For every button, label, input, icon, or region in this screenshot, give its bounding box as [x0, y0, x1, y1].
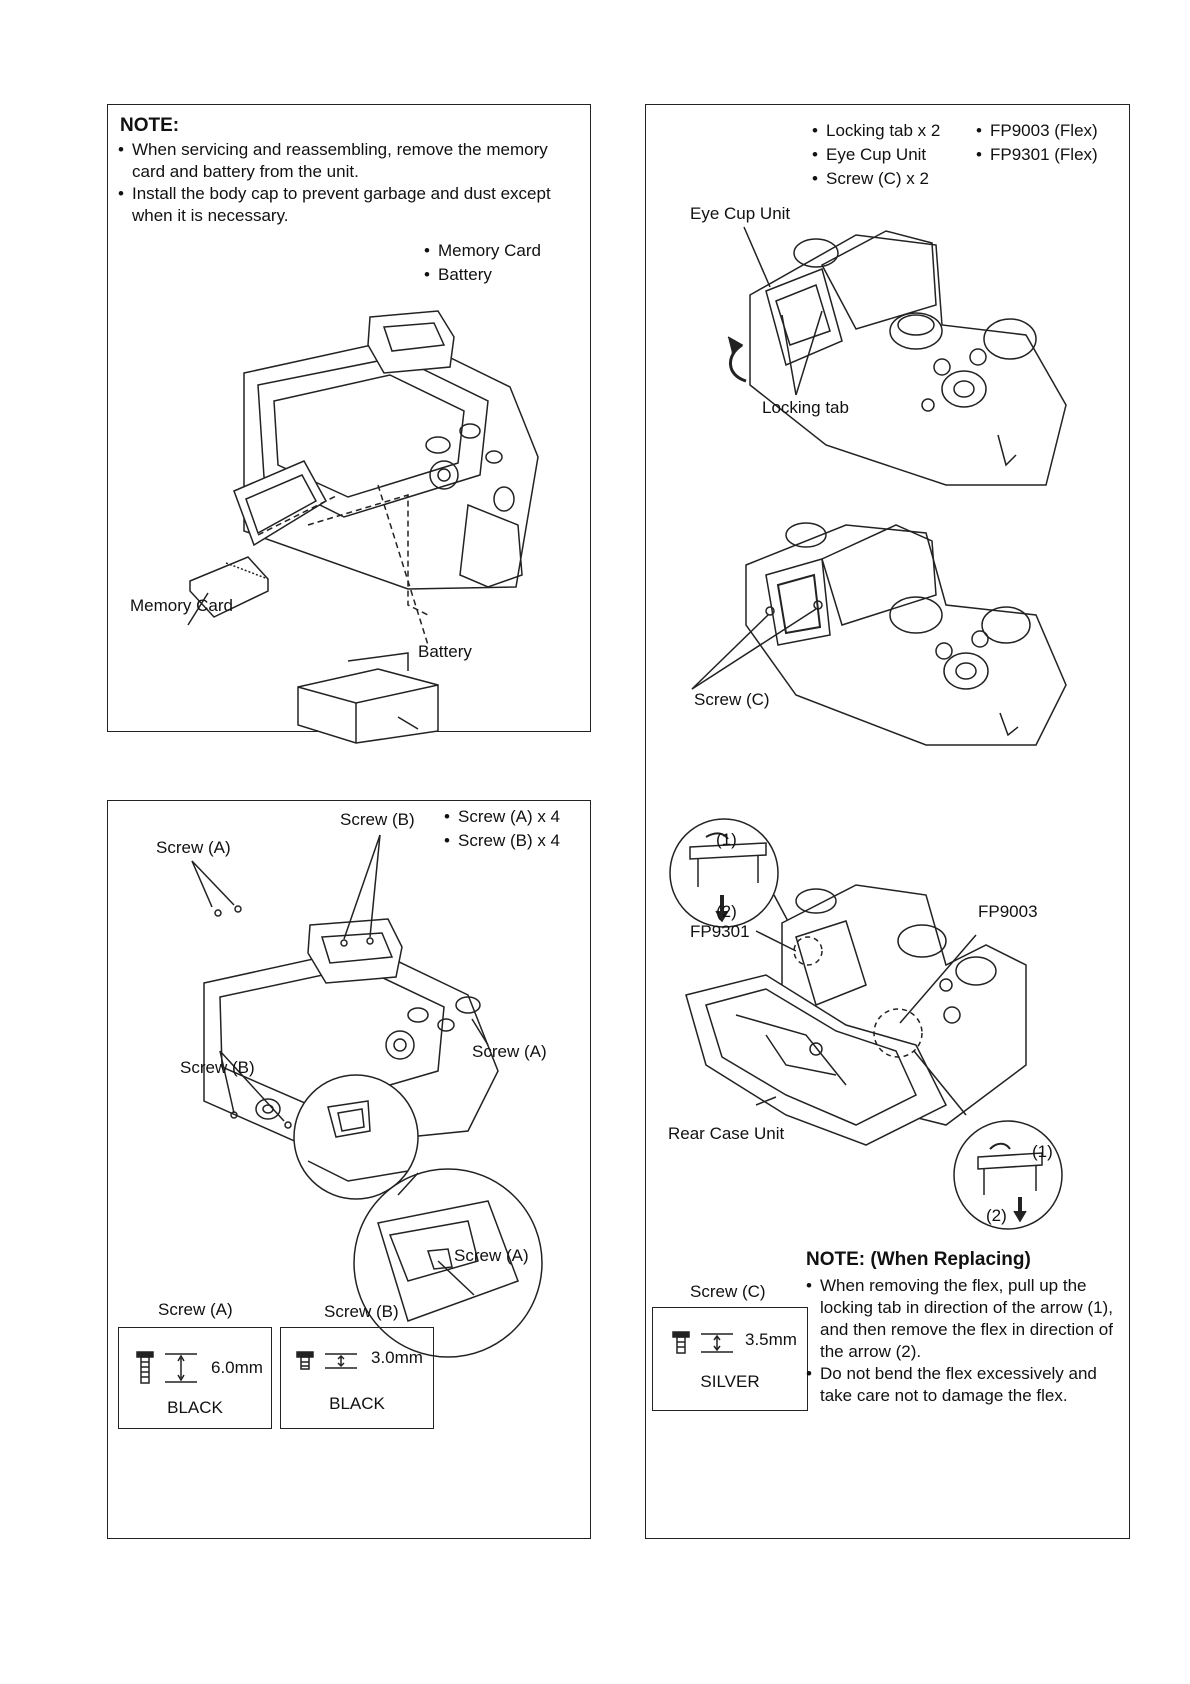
label-locking-tab: Locking tab: [762, 398, 849, 417]
parts-list-col2: FP9003 (Flex) FP9301 (Flex): [976, 119, 1098, 167]
label-rear-case-unit: Rear Case Unit: [668, 1124, 785, 1143]
parts-item: Locking tab x 2: [812, 119, 940, 143]
screw-c-color: SILVER: [700, 1372, 760, 1391]
note-list: When servicing and reassembling, remove …: [118, 139, 578, 227]
label-eye-cup-unit: Eye Cup Unit: [690, 204, 791, 223]
screw-a-spec: 6.0mm BLACK: [118, 1327, 272, 1429]
label-step2-bottom: (2): [986, 1206, 1007, 1225]
screw-c-length: 3.5mm: [745, 1330, 797, 1349]
parts-item: FP9301 (Flex): [976, 143, 1098, 167]
parts-item: Screw (B) x 4: [444, 829, 560, 853]
parts-item: Screw (C) x 2: [812, 167, 940, 191]
label-screw-a-right: Screw (A): [472, 1042, 547, 1061]
parts-item: Battery: [424, 263, 541, 287]
screw-b-spec: 3.0mm BLACK: [280, 1327, 434, 1429]
label-step1-top: (1): [716, 830, 737, 849]
camera-screws-illustration: [191, 834, 543, 1358]
replace-note-item: When removing the flex, pull up the lock…: [806, 1275, 1116, 1363]
panel-remove-eyecup-rear-case: Locking tab x 2 Eye Cup Unit Screw (C) x…: [645, 104, 1130, 1539]
panel-remove-card-battery: NOTE: When servicing and reassembling, r…: [107, 104, 591, 744]
label-step1-bottom: (1): [1032, 1142, 1053, 1161]
label-battery: Battery: [418, 642, 472, 661]
screw-a-length: 6.0mm: [211, 1358, 263, 1377]
screw-a-name: Screw (A): [158, 1300, 233, 1319]
label-screw-a-left: Screw (A): [156, 838, 231, 857]
label-fp9301: FP9301: [690, 922, 750, 941]
camera-battery-illustration: [187, 310, 539, 744]
parts-item: FP9003 (Flex): [976, 119, 1098, 143]
panel-remove-screws: Screw (A) x 4 Screw (B) x 4: [107, 800, 591, 1539]
screw-a-color: BLACK: [167, 1398, 223, 1417]
replace-note-list: When removing the flex, pull up the lock…: [806, 1275, 1116, 1407]
label-step2-top: (2): [716, 902, 737, 921]
screw-icon: [672, 1331, 733, 1354]
parts-list-col1: Locking tab x 2 Eye Cup Unit Screw (C) x…: [812, 119, 940, 191]
parts-item: Eye Cup Unit: [812, 143, 940, 167]
parts-list: Screw (A) x 4 Screw (B) x 4: [444, 805, 560, 853]
note-item: Install the body cap to prevent garbage …: [118, 183, 578, 227]
screw-icon: [136, 1351, 197, 1384]
label-memory-card: Memory Card: [130, 596, 233, 615]
eyecup-rear-case-illustration: [669, 226, 1067, 1230]
screw-b-length: 3.0mm: [371, 1348, 423, 1367]
label-screw-b-top: Screw (B): [340, 810, 415, 829]
label-screw-a-detail: Screw (A): [454, 1246, 529, 1265]
label-fp9003: FP9003: [978, 902, 1038, 921]
screw-b-name: Screw (B): [324, 1302, 399, 1321]
label-screw-b-left: Screw (B): [180, 1058, 255, 1077]
screw-icon: [296, 1351, 357, 1370]
note-item: When servicing and reassembling, remove …: [118, 139, 578, 183]
screw-c-spec: 3.5mm SILVER: [652, 1307, 808, 1411]
label-screw-c: Screw (C): [694, 690, 770, 709]
note-title: NOTE:: [120, 115, 180, 136]
replace-note-item: Do not bend the flex excessively and tak…: [806, 1363, 1116, 1407]
replace-note-title: NOTE: (When Replacing): [806, 1249, 1031, 1270]
parts-item: Memory Card: [424, 239, 541, 263]
parts-item: Screw (A) x 4: [444, 805, 560, 829]
screw-c-name: Screw (C): [690, 1282, 766, 1301]
screw-b-color: BLACK: [329, 1394, 385, 1413]
parts-list: Memory Card Battery: [424, 239, 541, 287]
